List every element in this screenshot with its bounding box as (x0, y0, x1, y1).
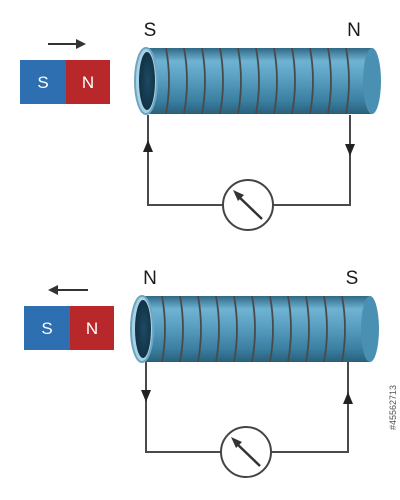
arrow-right-icon (48, 39, 86, 49)
bar-magnet-bottom: S N (24, 306, 114, 350)
magnet-south-label: S (37, 73, 48, 92)
galvanometer-icon (220, 426, 272, 478)
current-arrow-down-icon (141, 390, 151, 402)
current-arrow-down-icon (345, 144, 355, 156)
solenoid-coil-bottom (130, 295, 379, 363)
arrow-left-icon (48, 285, 88, 295)
bar-magnet-top: S N (20, 60, 110, 104)
magnet-north-label: N (82, 73, 94, 92)
magnet-north-label: N (86, 319, 98, 338)
coil-left-pole-label: S (144, 20, 157, 41)
panel-bottom: S N N S (24, 268, 379, 478)
panel-top: S N S N (20, 20, 381, 231)
solenoid-coil-top (134, 47, 381, 115)
galvanometer-icon (222, 179, 274, 231)
coil-left-pole-label: N (143, 268, 157, 289)
coil-right-pole-label: S (346, 268, 359, 289)
coil-right-pole-label: N (347, 20, 361, 41)
image-id-label: #45562713 (388, 385, 398, 430)
current-arrow-up-icon (143, 140, 153, 152)
current-arrow-up-icon (343, 392, 353, 404)
magnet-south-label: S (41, 319, 52, 338)
